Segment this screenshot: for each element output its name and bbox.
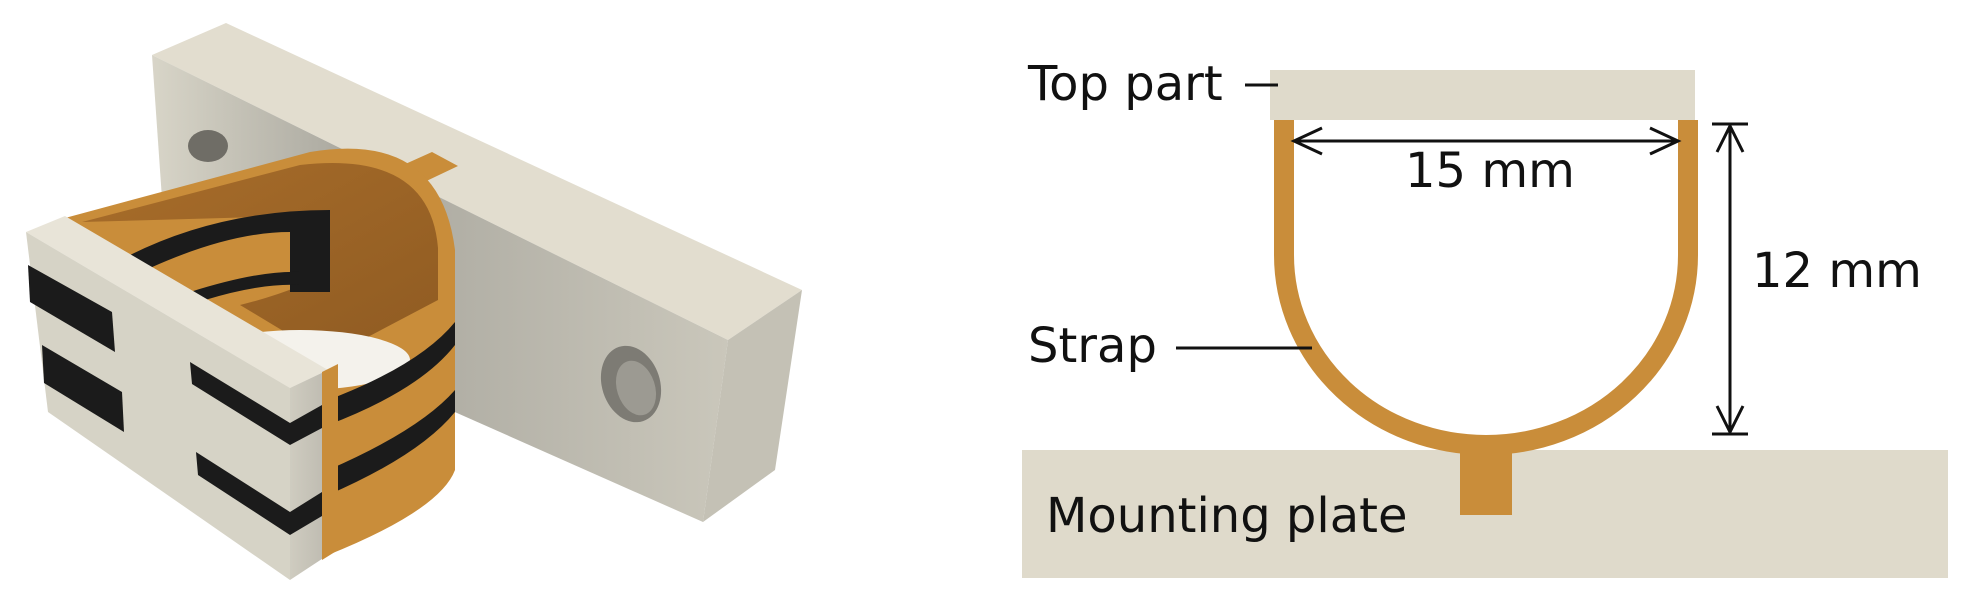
clamp-3d-render — [26, 23, 802, 580]
label-strap: Strap — [1028, 318, 1157, 374]
mounting-hole-left — [188, 130, 228, 162]
block-stripe-2 — [42, 345, 124, 432]
strap-stripe-1 — [328, 322, 455, 425]
strap-stripe-2 — [328, 390, 455, 495]
height-dimension — [1712, 122, 1748, 436]
label-top-part: Top part — [1027, 56, 1223, 112]
back-plate-top — [152, 23, 802, 340]
top-part — [1270, 70, 1695, 120]
inner-stripe — [130, 210, 330, 292]
width-dimension — [1290, 126, 1682, 156]
block-top — [26, 216, 328, 388]
back-plate-end — [703, 290, 802, 522]
block-stripe-4 — [196, 452, 322, 535]
label-width-dimension: 15 mm — [1405, 143, 1575, 199]
strap-inner — [82, 163, 438, 358]
cross-section-diagram: Top part Strap Mounting plate 15 mm 12 m… — [1022, 56, 1948, 578]
block-stripe-3 — [190, 362, 322, 445]
strap-stem — [1460, 440, 1512, 515]
label-mounting-plate: Mounting plate — [1046, 488, 1408, 544]
strap-end — [322, 364, 338, 560]
block-stripe-1 — [28, 265, 115, 352]
label-height-dimension: 12 mm — [1752, 243, 1922, 299]
